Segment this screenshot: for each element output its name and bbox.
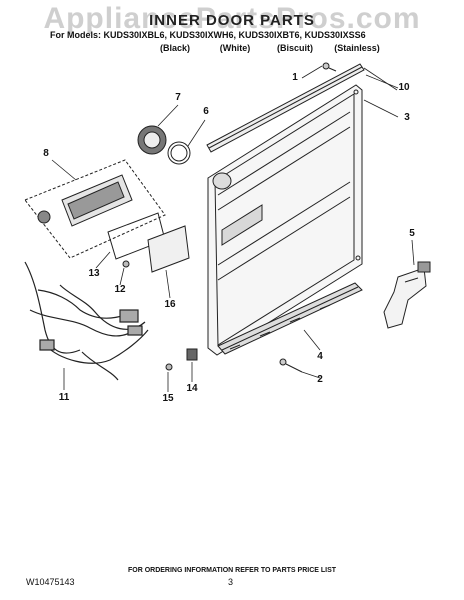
callout-10: 10 [398,82,410,93]
inner-door-panel [207,84,363,356]
callout-4: 4 [317,351,323,362]
callout-6: 6 [203,106,209,117]
model-list: For Models: KUDS30IXBL6, KUDS30IXWH6, KU… [50,30,366,40]
variant-white: (White) [219,43,251,53]
top-seal-strip [206,63,365,153]
screw-part-2 [279,358,303,373]
page-number: 3 [228,577,234,587]
clip-part-14 [186,348,198,361]
callout-13: 13 [88,268,100,279]
callout-5: 5 [409,228,415,239]
page-title: INNER DOOR PARTS [149,12,315,29]
document-number: W10475143 [26,577,75,587]
leader-lines [51,65,415,392]
callout-2: 2 [317,374,323,385]
variant-stainless: (Stainless) [334,43,380,53]
screw-part-1 [322,62,337,72]
callout-14: 14 [186,383,198,394]
variant-black: (Black) [159,43,190,53]
rotary-knob [137,125,167,155]
callout-12: 12 [114,284,126,295]
screw-part-15 [165,363,173,371]
gasket-ring [167,141,191,165]
bottom-rail [217,282,363,355]
control-console [24,159,166,259]
callout-3: 3 [404,112,410,123]
screw-part-12 [122,260,130,268]
callout-15: 15 [162,393,174,404]
control-board [147,225,190,273]
variant-biscuit: (Biscuit) [277,43,313,53]
watermark-text: AppliancePartsPros.com [43,2,421,35]
callout-1: 1 [292,72,298,83]
callout-11: 11 [58,392,70,403]
wire-harness [24,261,149,381]
door-latch-bracket [383,261,431,329]
callout-7: 7 [175,92,181,103]
callout-16: 16 [164,299,176,310]
callout-8: 8 [43,148,49,159]
ordering-note: FOR ORDERING INFORMATION REFER TO PARTS … [127,567,337,574]
